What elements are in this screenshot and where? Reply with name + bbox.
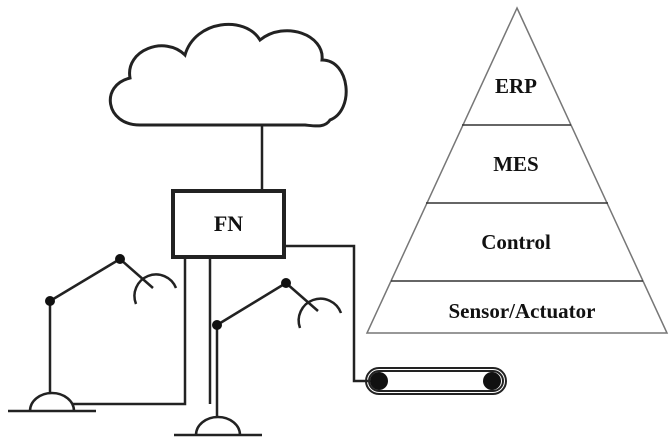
automation-pyramid: ERP MES Control Sensor/Actuator: [365, 6, 669, 334]
robot-arm-left: [8, 254, 178, 413]
robot-arm-middle: [174, 278, 343, 437]
pyramid-level-sensor-actuator: Sensor/Actuator: [449, 299, 596, 323]
fog-node-box: [171, 189, 286, 259]
fn-left-robot-link: [72, 257, 187, 406]
pyramid-level-erp: ERP: [495, 74, 537, 98]
fog-node-label: FN: [214, 211, 243, 236]
fog-node: FN: [171, 189, 286, 259]
pyramid-level-mes: MES: [493, 152, 539, 176]
pyramid-outline: [365, 6, 669, 334]
conveyor-belt: [365, 367, 507, 395]
cloud-icon: [108, 23, 348, 128]
pyramid-level-control: Control: [481, 230, 551, 254]
fn-conveyor-link: [284, 244, 368, 383]
